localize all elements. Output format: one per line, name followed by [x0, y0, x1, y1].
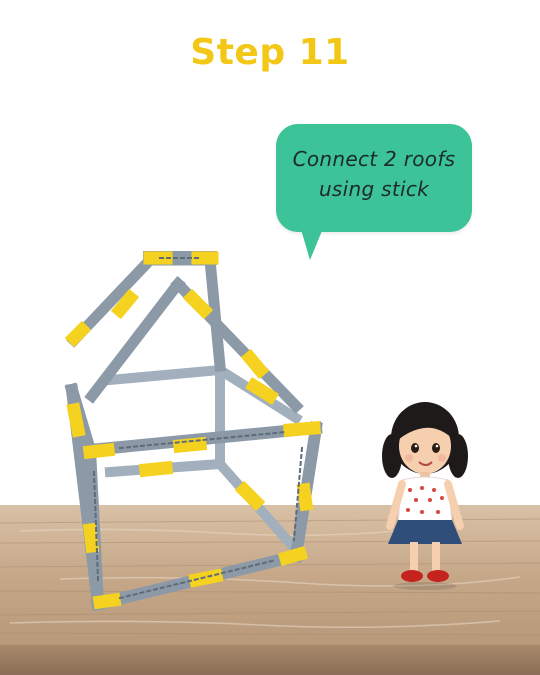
instruction-line-2: using stick	[318, 177, 430, 201]
step-title: Step 11	[190, 32, 350, 73]
speech-bubble-tail	[300, 226, 324, 260]
girl-character-illustration	[382, 402, 468, 590]
house-frame-illustration	[64, 251, 323, 612]
instruction-line-1: Connect 2 roofs	[292, 147, 456, 171]
speech-bubble	[276, 124, 472, 232]
instruction-text: Connect 2 roofs using stick	[276, 144, 472, 204]
